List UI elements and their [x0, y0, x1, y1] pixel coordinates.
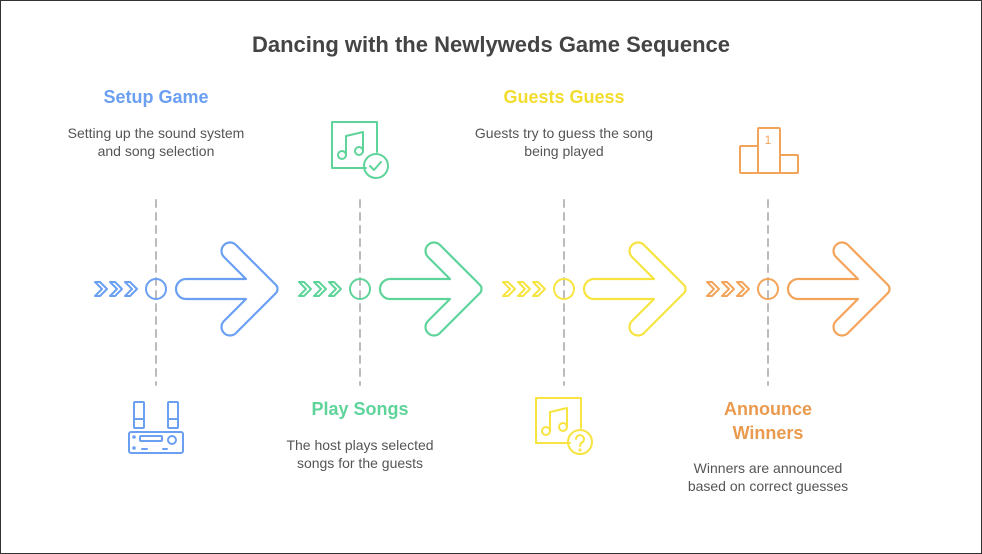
podium-icon: 1	[739, 127, 799, 174]
step-desc-play: The host plays selected songs for the gu…	[286, 437, 434, 471]
step-title-setup: Setup Game	[103, 87, 209, 107]
page-title: Dancing with the Newlyweds Game Sequence	[251, 32, 731, 57]
step-desc-announce: Winners are announced based on correct g…	[687, 460, 849, 494]
arrow-icon	[174, 241, 279, 337]
step-desc-guess: Guests try to guess the song being playe…	[474, 125, 654, 159]
step-node	[757, 278, 779, 300]
chevrons-icon	[298, 281, 342, 297]
music-check-icon	[331, 121, 389, 179]
stage-play	[298, 121, 483, 386]
step-node	[553, 278, 575, 300]
arrow-icon	[378, 241, 483, 337]
speaker-system-icon	[128, 401, 184, 454]
stage-setup	[94, 199, 279, 454]
step-title-guess: Guests Guess	[503, 87, 625, 107]
stage-announce: 1	[706, 127, 891, 386]
step-node	[349, 278, 371, 300]
stage-guess	[502, 199, 687, 455]
chevrons-icon	[502, 281, 546, 297]
music-question-icon	[535, 397, 593, 455]
step-title-play: Play Songs	[311, 399, 409, 419]
chevrons-icon	[706, 281, 750, 297]
step-node	[145, 278, 167, 300]
chevrons-icon	[94, 281, 138, 297]
step-desc-setup: Setting up the sound system and song sel…	[67, 125, 245, 159]
arrow-icon	[582, 241, 687, 337]
podium-rank-label: 1	[765, 133, 772, 147]
arrow-icon	[786, 241, 891, 337]
step-title-announce: Announce Winners	[724, 399, 812, 443]
